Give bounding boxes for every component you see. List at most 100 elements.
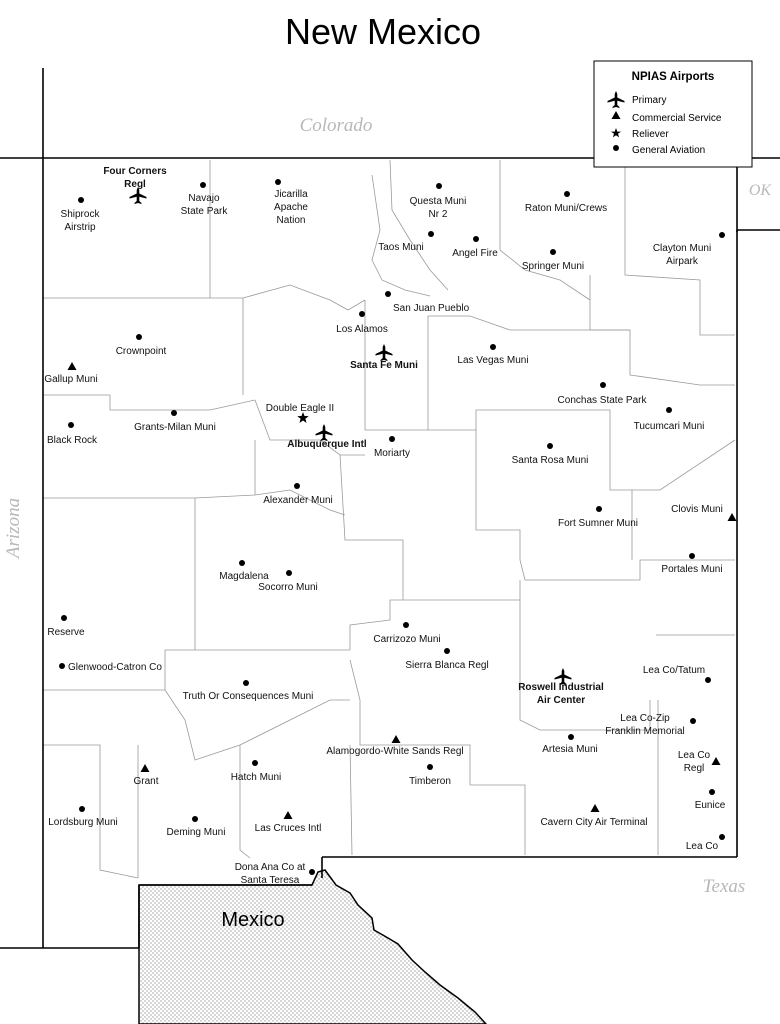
airport-label: Carrizozo Muni	[373, 634, 440, 645]
airport-angel-fire: Angel Fire	[452, 236, 498, 259]
airport-label: Tucumcari Muni	[634, 421, 705, 432]
airport-label-line: Nation	[277, 215, 306, 226]
airport-label-line: Los Alamos	[336, 324, 388, 335]
airport-label: Hatch Muni	[231, 772, 282, 783]
airport-label: Glenwood-Catron Co	[68, 662, 162, 673]
airport-label-line: Alamogordo-White Sands Regl	[326, 746, 463, 757]
dot-icon	[436, 183, 442, 189]
plane-icon	[375, 344, 393, 361]
dot-icon	[59, 663, 65, 669]
airport-label: Grant	[133, 776, 158, 787]
dot-icon	[550, 249, 556, 255]
state-border	[0, 68, 780, 949]
airport-label: Timberon	[409, 776, 451, 787]
airport-label-line: Lea Co	[678, 750, 711, 761]
triangle-icon	[590, 804, 600, 812]
airport-label-line: Taos Muni	[378, 242, 424, 253]
texas-label: Texas	[703, 876, 746, 897]
airport-label-line: Clayton Muni	[653, 243, 711, 254]
airport-label-line: Albuquerque Intl	[287, 439, 367, 450]
airport-alamogordo: Alamogordo-White Sands Regl	[326, 735, 464, 757]
dot-icon	[473, 236, 479, 242]
dot-icon	[596, 506, 602, 512]
oklahoma-label: OK	[749, 182, 773, 199]
airport-label-line: Raton Muni/Crews	[525, 203, 607, 214]
airport-label-line: Glenwood-Catron Co	[68, 662, 162, 673]
star-icon	[611, 128, 621, 138]
airport-label: Lordsburg Muni	[48, 817, 117, 828]
triangle-icon	[711, 757, 721, 765]
airport-grant: Grant	[133, 764, 159, 787]
airport-label: Fort Sumner Muni	[558, 518, 638, 529]
dot-icon	[275, 179, 281, 185]
dot-icon	[690, 718, 696, 724]
colorado-label: Colorado	[300, 115, 373, 136]
airport-label-line: Crownpoint	[116, 346, 167, 357]
airport-lordsburg: Lordsburg Muni	[48, 806, 118, 828]
airport-label: Lea Co/Tatum	[643, 665, 705, 676]
airport-label-line: Truth Or Consequences Muni	[183, 691, 314, 702]
airport-label: Lea Co	[686, 841, 719, 852]
airport-moriarty: Moriarty	[374, 436, 410, 459]
airport-label-line: Questa Muni	[410, 196, 467, 207]
dot-icon	[61, 615, 67, 621]
airport-label-line: Grant	[133, 776, 158, 787]
airport-label-line: State Park	[181, 206, 229, 217]
airport-cavern-city: Cavern City Air Terminal	[540, 804, 648, 828]
airport-label-line: Lea Co-Zip	[620, 713, 670, 724]
airport-portales: Portales Muni	[661, 553, 723, 575]
dot-icon	[600, 382, 606, 388]
airport-label: Deming Muni	[167, 827, 226, 838]
airport-label-line: Sierra Blanca Regl	[405, 660, 488, 671]
dot-icon	[239, 560, 245, 566]
dot-icon	[243, 680, 249, 686]
airport-label: Taos Muni	[378, 242, 424, 253]
airport-label: Alexander Muni	[263, 495, 332, 506]
triangle-icon	[391, 735, 401, 743]
airport-black-rock: Black Rock	[47, 422, 98, 446]
county-lines	[43, 159, 736, 879]
airport-label: Springer Muni	[522, 261, 584, 272]
airport-label: Los Alamos	[336, 324, 388, 335]
airport-label: Las Vegas Muni	[457, 355, 528, 366]
airport-socorro: Socorro Muni	[258, 570, 318, 593]
airport-label-line: Regl	[124, 179, 146, 190]
airport-label: Sierra Blanca Regl	[405, 660, 488, 671]
airport-label: Albuquerque Intl	[287, 439, 367, 450]
airport-los-alamos: Los Alamos	[336, 311, 388, 335]
airport-label: Santa Fe Muni	[350, 360, 418, 371]
dot-icon	[385, 291, 391, 297]
airport-label-line: Moriarty	[374, 448, 410, 459]
triangle-icon	[727, 513, 737, 521]
airport-conchas: Conchas State Park	[558, 382, 647, 406]
airport-label-line: Apache	[274, 202, 308, 213]
dot-icon	[78, 197, 84, 203]
airport-raton: Raton Muni/Crews	[525, 191, 607, 214]
airport-label: Gallup Muni	[44, 374, 97, 385]
airport-label-line: Santa Teresa	[241, 875, 300, 886]
airport-label: Angel Fire	[452, 248, 498, 259]
dot-icon	[719, 834, 725, 840]
airport-label: Cavern City Air Terminal	[540, 817, 647, 828]
airport-deming: Deming Muni	[167, 816, 226, 838]
airport-tucumcari: Tucumcari Muni	[634, 407, 705, 432]
dot-icon	[427, 764, 433, 770]
airport-label-line: Grants-Milan Muni	[134, 422, 216, 433]
airport-label: Double Eagle II	[266, 403, 334, 414]
